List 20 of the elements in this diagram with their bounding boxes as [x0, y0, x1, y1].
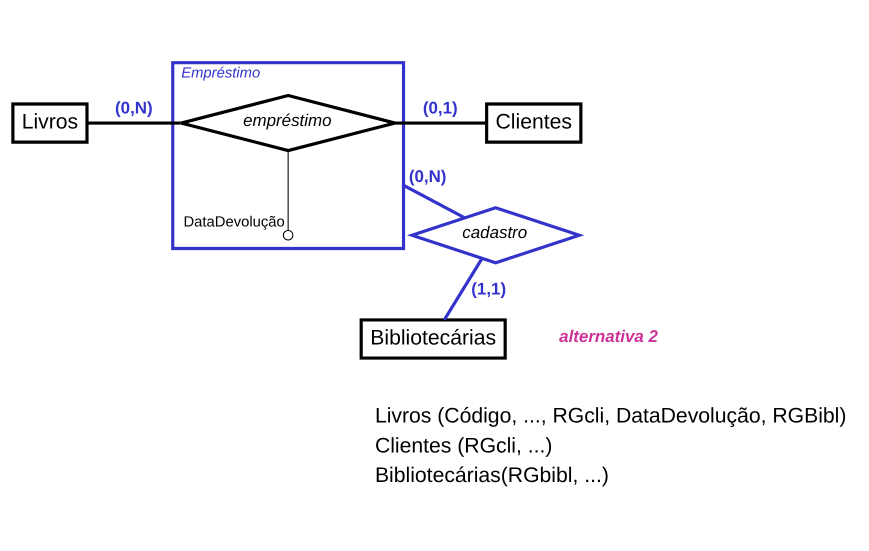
edge-label: (0,N) [408, 167, 446, 186]
label: Bibliotecárias(RGbibl, ...) [374, 464, 609, 487]
connector [87, 121, 181, 125]
connector [402, 184, 466, 220]
node-box: Bibliotecárias [360, 318, 507, 360]
connector [395, 121, 486, 125]
node-box: Clientes [485, 102, 582, 144]
edge-label: (0,N) [115, 98, 153, 118]
connector [288, 150, 289, 230]
node-diamond: empréstimo [180, 94, 397, 152]
node-box: Livros [11, 102, 89, 144]
label: alternativa 2 [559, 326, 658, 346]
node-diamond: cadastro [406, 206, 584, 264]
node-label: DataDevolução [184, 214, 285, 230]
label: Livros (Código, ..., RGcli, DataDevolução, RGBibl) [374, 404, 846, 428]
node-circle [282, 230, 294, 241]
edge-label: (0,1) [422, 98, 458, 118]
label: Clientes (RGcli, ...) [374, 434, 552, 458]
edge-label: (1,1) [471, 279, 506, 298]
connector [443, 258, 484, 321]
